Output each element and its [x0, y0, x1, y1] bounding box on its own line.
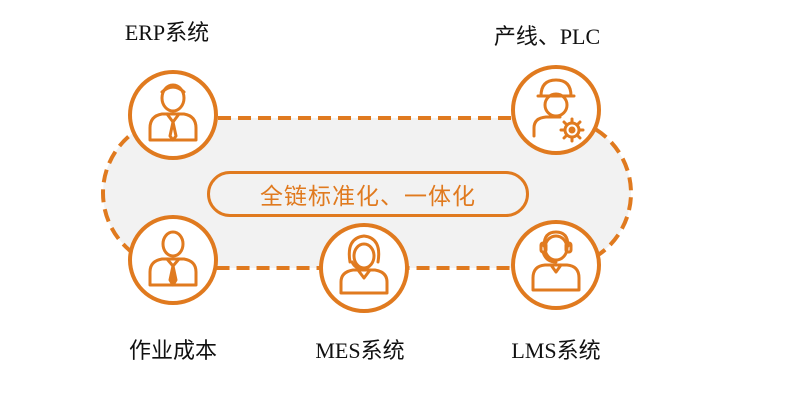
node-erp — [128, 70, 218, 160]
label-cost: 作业成本 — [128, 338, 218, 363]
engineer-gear-icon — [532, 78, 585, 143]
node-mes — [319, 223, 409, 313]
center-label: 全链标准化、一体化 — [260, 184, 476, 210]
businessman-tie-icon — [148, 83, 198, 142]
label-plc: 产线、PLC — [493, 24, 601, 49]
label-erp: ERP系统 — [124, 20, 210, 45]
node-plc — [511, 65, 601, 155]
node-cost — [128, 215, 218, 305]
dashed-loop — [101, 116, 633, 270]
manager-tie-icon — [148, 230, 198, 287]
label-lms: LMS系统 — [511, 338, 601, 363]
center-pill: 全链标准化、一体化 — [207, 171, 529, 217]
headset-operator-icon — [531, 230, 581, 292]
label-mes: MES系统 — [315, 338, 405, 363]
woman-agent-icon — [339, 234, 389, 295]
node-lms — [511, 220, 601, 310]
